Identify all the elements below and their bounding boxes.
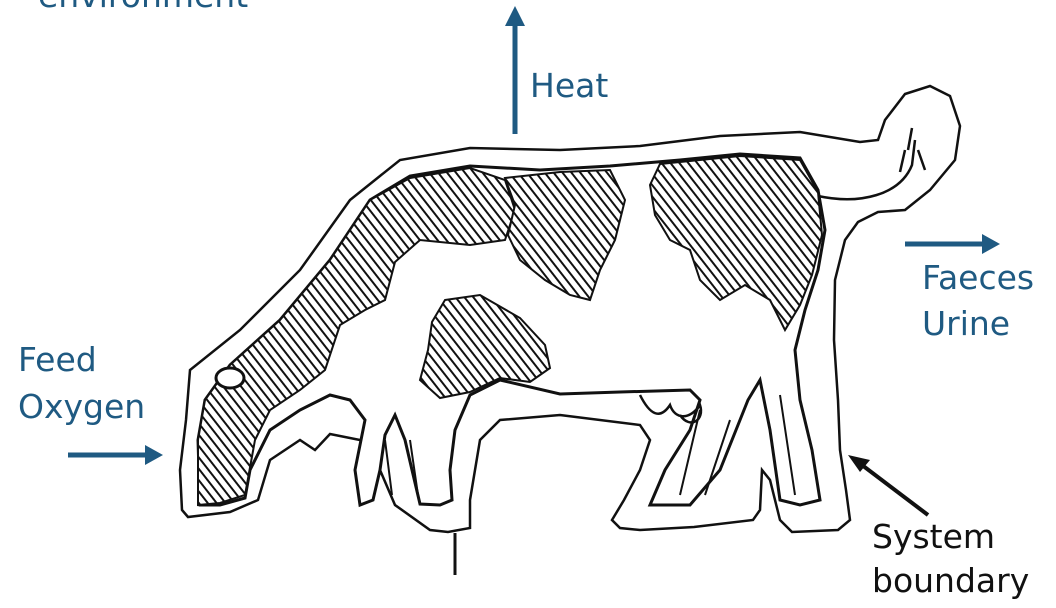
oxygen-label: Oxygen (18, 385, 145, 429)
heat-label: Heat (530, 64, 608, 108)
faeces-arrow-head (982, 234, 1000, 254)
boundary-pointer-shaft (858, 462, 928, 515)
boundary-label: boundary (872, 560, 1029, 602)
cow-udder (640, 395, 701, 422)
system-label: System (872, 516, 995, 558)
faeces-label: Faeces (922, 256, 1034, 300)
heat-arrow-head (505, 6, 525, 26)
urine-label: Urine (922, 302, 1010, 346)
environment-label-cropped: environment (38, 0, 248, 18)
cow-ear (216, 368, 244, 388)
feed-arrow-head (145, 445, 163, 465)
feed-label: Feed (18, 338, 97, 382)
